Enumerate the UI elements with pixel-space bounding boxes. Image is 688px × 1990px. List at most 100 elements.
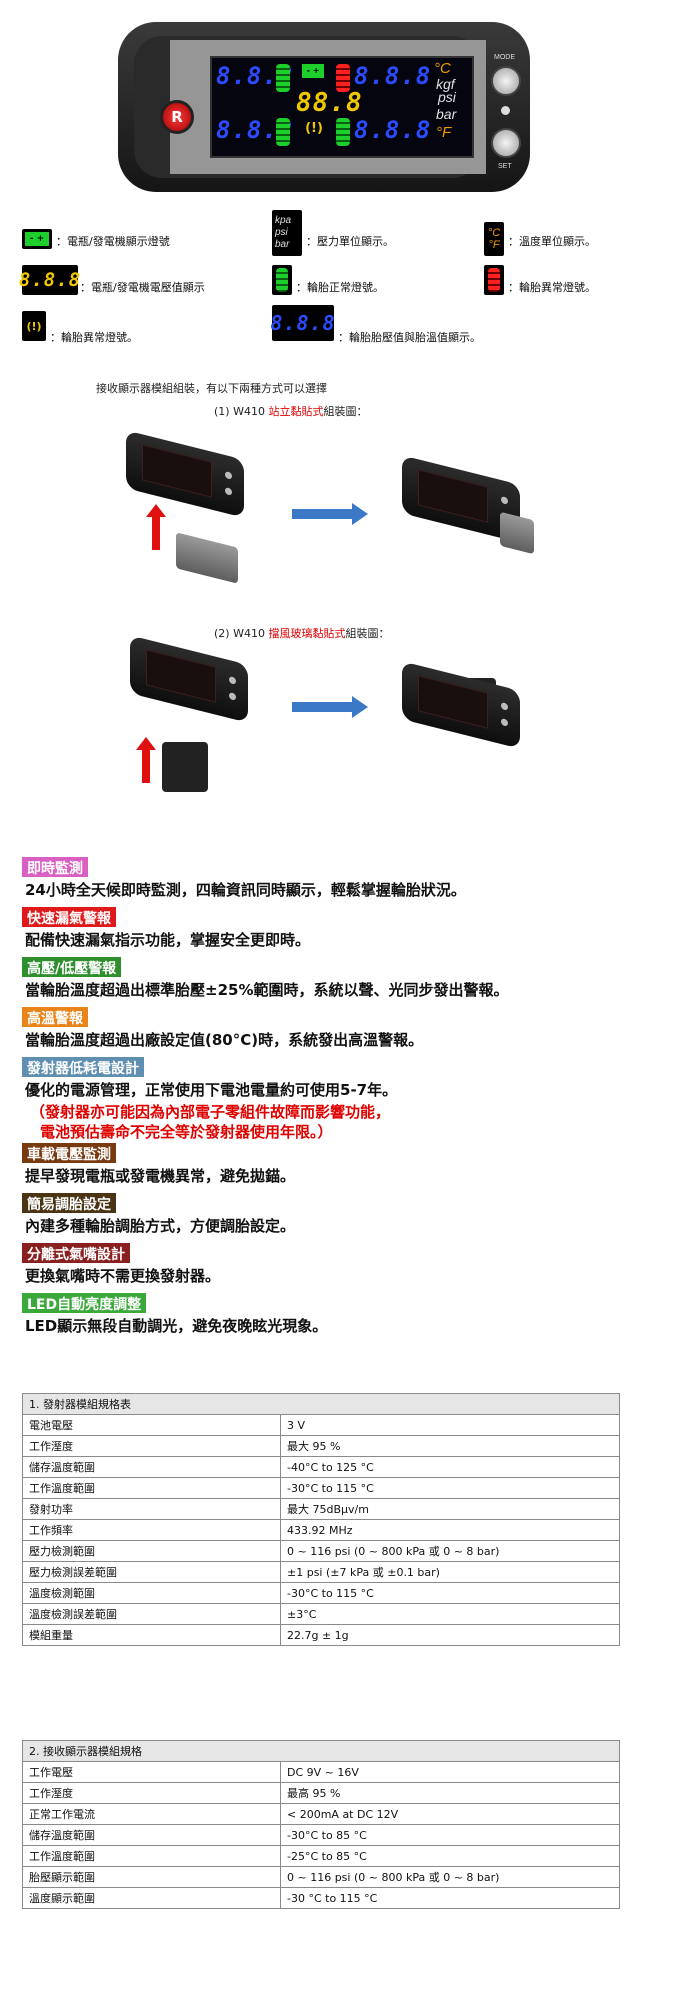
brand-logo: R xyxy=(160,100,194,134)
unit-psi: psi xyxy=(438,89,456,105)
feature-description: 提早發現電瓶或發電機異常，避免拋錨。 xyxy=(25,1167,296,1185)
stand-bracket xyxy=(176,532,238,584)
legend-temp-unit-text: ：溫度單位顯示。 xyxy=(508,235,596,248)
transmitter-spec-title: 1. 發射器模組規格表 xyxy=(22,1393,620,1415)
legend-abnormal-icon xyxy=(484,265,504,295)
spec-value: DC 9V ~ 16V xyxy=(280,1761,620,1783)
spec-label: 工作頻率 xyxy=(22,1519,281,1541)
mode-button[interactable] xyxy=(491,66,521,96)
legend-normal-icon xyxy=(272,265,292,295)
spec-value: -30 °C to 115 °C xyxy=(280,1887,620,1909)
spec-value: ±1 psi (±7 kPa 或 ±0.1 bar) xyxy=(280,1561,620,1583)
assembly-intro: 接收顯示器模組組裝，有以下兩種方式可以選擇 xyxy=(96,382,327,395)
right-arrow-shaft xyxy=(292,702,352,712)
tire-warning-icon: (!) xyxy=(26,319,42,333)
legend-tire-warning-icon: (!) xyxy=(22,311,46,341)
feature-tag: 發射器低耗電設計 xyxy=(22,1057,144,1077)
method2-device-after xyxy=(402,661,520,749)
method2-heading: (2) W410 擋風玻璃黏貼式組裝圖： xyxy=(214,625,389,641)
unit-kgf: kgf xyxy=(436,76,455,92)
spec-label: 工作溼度 xyxy=(22,1435,281,1457)
spec-value: 0 ~ 116 psi (0 ~ 800 kPa 或 0 ~ 8 bar) xyxy=(280,1540,620,1562)
spec-label: 壓力檢測範圍 xyxy=(22,1540,281,1562)
tire-abnormal-indicator-top-right xyxy=(336,64,350,92)
method1-highlight: 站立黏貼式 xyxy=(268,405,324,418)
seg-top-right: 8.8.8 xyxy=(354,62,432,90)
method2-prefix: (2) W410 xyxy=(214,627,269,640)
tire-normal-indicator-bottom-right xyxy=(336,118,350,146)
legend-voltage-icon: 8.8.8 xyxy=(19,265,80,295)
right-arrow-icon xyxy=(352,503,368,525)
legend-pressure-unit-icon: kpa psi bar xyxy=(272,210,302,256)
spec-label: 發射功率 xyxy=(22,1498,281,1520)
spec-label: 溫度顯示範圍 xyxy=(22,1887,281,1909)
method2-device-before xyxy=(130,635,248,723)
set-button[interactable] xyxy=(491,128,521,158)
spec-value: 0 ~ 116 psi (0 ~ 800 kPa 或 0 ~ 8 bar) xyxy=(280,1866,620,1888)
spec-row: 溫度檢測誤差範圍±3°C xyxy=(22,1603,620,1625)
spec-value: 22.7g ± 1g xyxy=(280,1624,620,1646)
battery-icon: - + xyxy=(25,232,49,246)
spec-label: 儲存溫度範圍 xyxy=(22,1456,281,1478)
spec-row: 工作溼度最高 95 % xyxy=(22,1782,620,1804)
legend-seg-blue: 8.8.8 xyxy=(270,311,336,335)
spec-value: 最大 75dBμv/m xyxy=(280,1498,620,1520)
legend-normal-text: ：輪胎正常燈號。 xyxy=(296,281,384,294)
legend-tire-warning-text: ：輪胎異常燈號。 xyxy=(50,331,138,344)
legend-temp-unit-icon: °C °F xyxy=(484,222,504,256)
feature-description: 內建多種輪胎調胎方式，方便調胎設定。 xyxy=(25,1217,296,1235)
feature-description: 配備快速漏氣指示功能，掌握安全更即時。 xyxy=(25,931,311,949)
legend-psi: psi xyxy=(275,227,288,238)
spec-row: 溫度檢測範圍-30°C to 115 °C xyxy=(22,1582,620,1604)
method1-suffix: 組裝圖： xyxy=(323,405,368,418)
feature-tag: 即時監測 xyxy=(22,857,88,877)
spec-label: 胎壓顯示範圍 xyxy=(22,1866,281,1888)
tire-normal-indicator-top-left xyxy=(276,64,290,92)
right-arrow-icon xyxy=(352,696,368,718)
feature-description: 當輪胎溫度超過出廠設定值(80°C)時，系統發出高溫警報。 xyxy=(25,1031,424,1049)
legend-tire-values-text: ：輪胎胎壓值與胎溫值顯示。 xyxy=(338,331,481,344)
spec-label: 工作溼度 xyxy=(22,1782,281,1804)
spec-row: 工作溫度範圍-25°C to 85 °C xyxy=(22,1845,620,1867)
spec-row: 工作溼度最大 95 % xyxy=(22,1435,620,1457)
feature-tag: 車載電壓監測 xyxy=(22,1143,116,1163)
spec-label: 正常工作電流 xyxy=(22,1803,281,1825)
feature-description: 24小時全天候即時監測，四輪資訊同時顯示，輕鬆掌握輪胎狀況。 xyxy=(25,881,466,899)
red-bar-icon xyxy=(488,268,500,292)
legend-battery-icon: - + xyxy=(22,229,52,249)
spec-value: 最高 95 % xyxy=(280,1782,620,1804)
legend-tire-values-icon: 8.8.8 xyxy=(270,305,336,341)
spec-row: 壓力檢測誤差範圍±1 psi (±7 kPa 或 ±0.1 bar) xyxy=(22,1561,620,1583)
feature-description: 優化的電源管理，正常使用下電池電量約可使用5-7年。 xyxy=(25,1081,398,1099)
spec-value: -30°C to 85 °C xyxy=(280,1824,620,1846)
up-arrow-icon xyxy=(146,504,166,517)
spec-value: 433.92 MHz xyxy=(280,1519,620,1541)
right-arrow-shaft xyxy=(292,509,352,519)
spec-value: -30°C to 115 °C xyxy=(280,1477,620,1499)
unit-bar: bar xyxy=(436,106,457,122)
feature-tag: 高溫警報 xyxy=(22,1007,88,1027)
spec-value: < 200mA at DC 12V xyxy=(280,1803,620,1825)
spec-value: ±3°C xyxy=(280,1603,620,1625)
spec-label: 溫度檢測範圍 xyxy=(22,1582,281,1604)
battery-icon: - + xyxy=(302,64,324,78)
spec-label: 工作溫度範圍 xyxy=(22,1845,281,1867)
spec-label: 模組重量 xyxy=(22,1624,281,1646)
spec-label: 壓力檢測誤差範圍 xyxy=(22,1561,281,1583)
spec-row: 溫度顯示範圍-30 °C to 115 °C xyxy=(22,1887,620,1909)
tire-normal-indicator-bottom-left xyxy=(276,118,290,146)
seg-voltage: 88.8 xyxy=(296,88,363,118)
battery-note-line1: （發射器亦可能因為內部電子零組件故障而影響功能， xyxy=(30,1103,391,1121)
mode-label: MODE xyxy=(494,54,515,61)
spec-value: -40°C to 125 °C xyxy=(280,1456,620,1478)
spec-row: 工作溫度範圍-30°C to 115 °C xyxy=(22,1477,620,1499)
tire-warning-icon: (!) xyxy=(305,121,323,136)
spec-label: 儲存溫度範圍 xyxy=(22,1824,281,1846)
legend-celsius: °C xyxy=(487,227,501,239)
feature-description: 當輪胎溫度超過出標準胎壓±25%範圍時，系統以聲、光同步發出警報。 xyxy=(25,981,509,999)
